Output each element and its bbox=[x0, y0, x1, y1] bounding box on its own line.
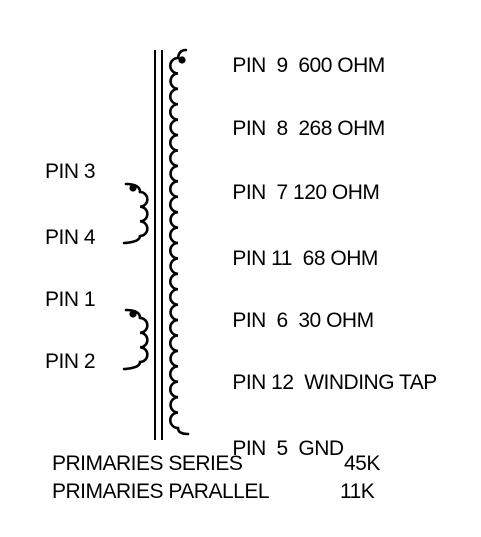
tap-label-pin-5: PIN 5 GND bbox=[211, 417, 344, 480]
primary-label-pin-1: PIN 1 bbox=[45, 288, 96, 311]
tap-value: 68 OHM bbox=[302, 247, 379, 270]
primary-label-pin-2: PIN 2 bbox=[45, 350, 96, 373]
tap-value: 268 OHM bbox=[298, 117, 385, 140]
primary-winding-lower bbox=[122, 308, 149, 371]
parallel-label: PRIMARIES PARALLEL bbox=[52, 480, 270, 503]
series-label: PRIMARIES SERIES bbox=[52, 452, 243, 475]
tap-label-pin-9: PIN 9 600 OHM bbox=[211, 34, 385, 97]
primary-winding-upper bbox=[122, 182, 149, 245]
phase-dot-primary-upper bbox=[129, 184, 137, 192]
tap-value: 600 OHM bbox=[298, 54, 385, 77]
tap-pin: PIN 11 bbox=[232, 247, 292, 270]
tap-label-pin-8: PIN 8 268 OHM bbox=[211, 97, 385, 160]
tap-value: WINDING TAP bbox=[304, 371, 437, 394]
parallel-value: 11K bbox=[340, 480, 375, 503]
tap-value: GND bbox=[298, 437, 344, 460]
tap-pin: PIN 9 bbox=[232, 54, 288, 77]
tap-label-pin-6: PIN 6 30 OHM bbox=[211, 289, 374, 352]
primary-label-pin-4: PIN 4 bbox=[45, 226, 96, 249]
tap-label-pin-7: PIN 7 120 OHM bbox=[211, 161, 380, 224]
tap-pin: PIN 12 bbox=[232, 371, 294, 394]
tap-pin: PIN 7 bbox=[232, 181, 288, 204]
secondary-winding bbox=[169, 48, 190, 436]
tap-pin: PIN 6 bbox=[232, 309, 288, 332]
tap-label-pin-12: PIN 12 WINDING TAP bbox=[211, 351, 437, 414]
tap-pin: PIN 8 bbox=[232, 117, 288, 140]
tap-pin: PIN 5 bbox=[232, 437, 288, 460]
phase-dot-primary-lower bbox=[129, 310, 137, 318]
primary-label-pin-3: PIN 3 bbox=[45, 160, 96, 183]
tap-label-pin-11: PIN 11 68 OHM bbox=[211, 227, 378, 290]
tap-value: 120 OHM bbox=[293, 181, 380, 204]
phase-dot-secondary bbox=[178, 56, 186, 64]
tap-value: 30 OHM bbox=[298, 309, 374, 332]
series-value: 45K bbox=[344, 452, 380, 475]
